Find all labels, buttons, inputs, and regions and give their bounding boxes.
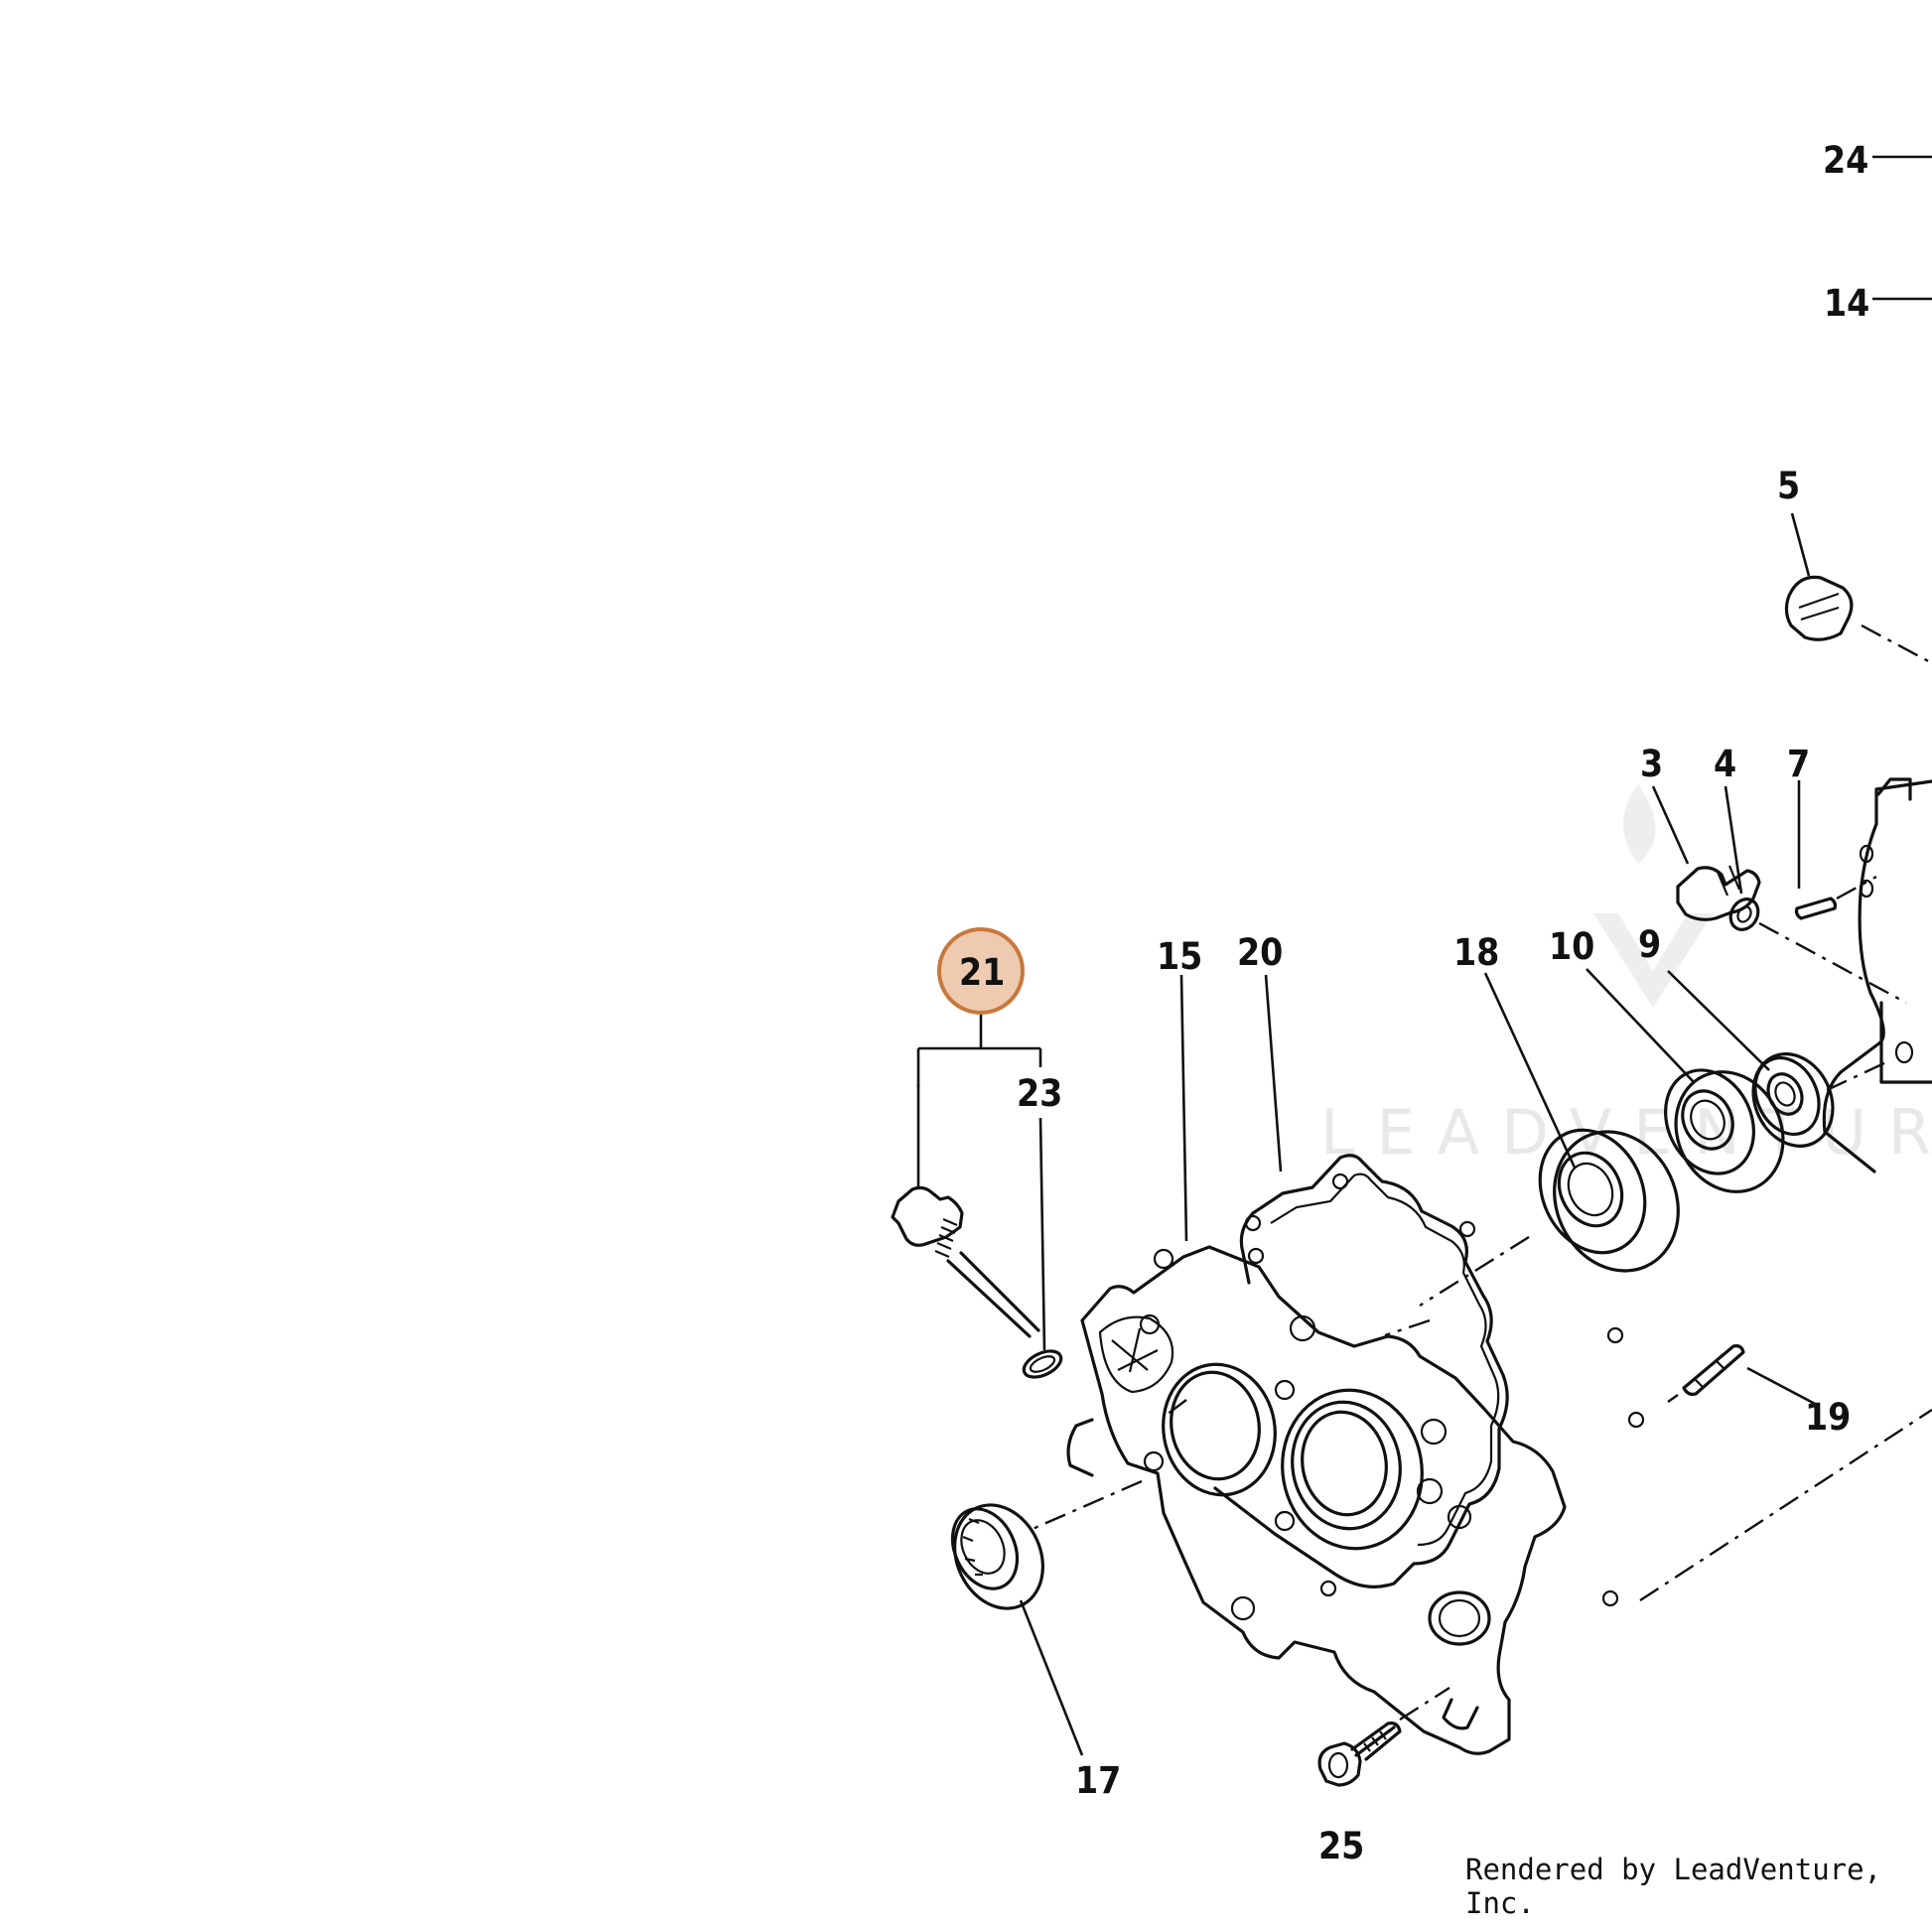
watermark-text: LEADVENTURE bbox=[1320, 1096, 1932, 1169]
callout-5[interactable]: 5 bbox=[1777, 465, 1800, 507]
part-20-gasket bbox=[1213, 974, 1645, 1607]
callout-19[interactable]: 19 bbox=[1805, 1396, 1851, 1439]
callout-24[interactable]: 24 bbox=[1823, 139, 1868, 182]
callout-7[interactable]: 7 bbox=[1787, 743, 1810, 785]
callout-17[interactable]: 17 bbox=[1075, 1759, 1121, 1802]
callout-25[interactable]: 25 bbox=[1318, 1825, 1364, 1867]
part-24-and-14-leaders bbox=[1872, 155, 1932, 301]
callout-10[interactable]: 10 bbox=[1549, 925, 1594, 968]
callout-4[interactable]: 4 bbox=[1714, 743, 1736, 785]
callout-23[interactable]: 23 bbox=[1017, 1072, 1062, 1115]
part-23-o-ring bbox=[1022, 1117, 1063, 1379]
part-17-seal bbox=[950, 1503, 1084, 1756]
callout-9[interactable]: 9 bbox=[1638, 923, 1661, 966]
part-25-bolt bbox=[1317, 1686, 1450, 1787]
render-credit: Rendered by LeadVenture, Inc. bbox=[1465, 1853, 1882, 1920]
part-19-pin bbox=[1667, 1344, 1818, 1407]
part-18-bearing bbox=[1419, 972, 1680, 1308]
part-15-cover bbox=[1032, 974, 1567, 1755]
part-7-pin bbox=[1794, 780, 1877, 920]
part-21-dipstick bbox=[891, 1084, 1040, 1338]
part-4-washer bbox=[1724, 785, 1907, 1005]
dashed-link-lower bbox=[1639, 1408, 1932, 1602]
part-9-bearing bbox=[1667, 970, 1887, 1148]
callout-21-highlight[interactable] bbox=[937, 927, 1025, 1015]
callout-14[interactable]: 14 bbox=[1824, 282, 1869, 325]
callout-21[interactable]: 21 bbox=[959, 951, 1005, 994]
part-5-plug bbox=[1784, 512, 1932, 665]
part-10-bearing bbox=[1586, 968, 1785, 1193]
callout-3[interactable]: 3 bbox=[1640, 743, 1663, 785]
callout-15[interactable]: 15 bbox=[1157, 935, 1202, 978]
callout-18[interactable]: 18 bbox=[1453, 931, 1499, 974]
callout-20[interactable]: 20 bbox=[1237, 931, 1283, 974]
part-3-bolt bbox=[1651, 785, 1761, 921]
watermark: LEADVENTURE bbox=[1320, 784, 1932, 1169]
bracket-21 bbox=[916, 1013, 1042, 1087]
